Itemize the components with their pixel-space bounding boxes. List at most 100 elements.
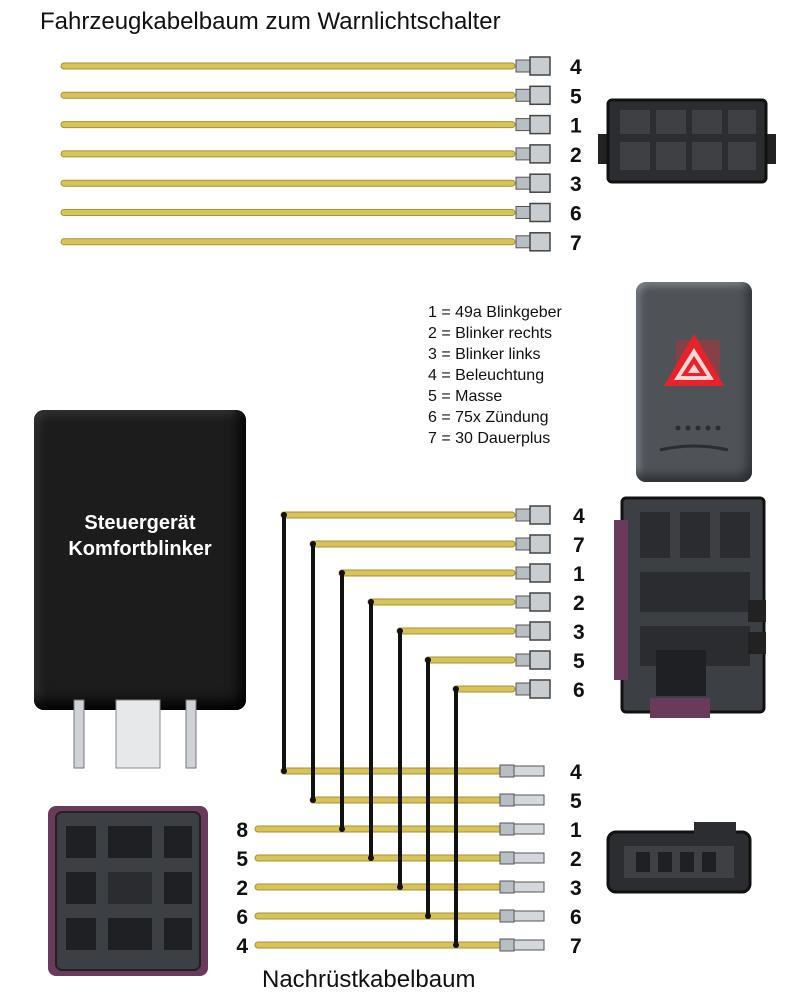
jumper-node <box>339 826 345 832</box>
female-terminal <box>529 114 551 135</box>
jumper-node <box>368 855 374 861</box>
pin-label: 7 <box>570 232 582 255</box>
female-terminal <box>529 621 551 641</box>
female-terminal <box>529 505 551 525</box>
legend-item: 5 = Masse <box>428 388 503 405</box>
crimp <box>499 851 515 865</box>
crimp <box>499 909 515 923</box>
hazard-switch <box>636 282 752 482</box>
control-unit-label-line2: Komfortblinker <box>68 538 212 560</box>
female-terminal <box>529 679 551 699</box>
crimp <box>499 880 515 894</box>
connector-switch-back <box>614 496 766 718</box>
female-terminal <box>529 232 551 252</box>
hazard-triangle-icon <box>659 334 729 452</box>
male-terminal <box>513 881 545 893</box>
male-terminal <box>513 852 545 864</box>
crimp <box>515 566 531 580</box>
legend-item: 7 = 30 Dauerplus <box>428 430 551 447</box>
relay-pins <box>73 699 197 769</box>
jumper-node <box>453 942 459 948</box>
pin-label: 6 <box>570 203 582 226</box>
connector-top-right <box>598 98 776 184</box>
pin-label: 4 <box>573 505 585 528</box>
female-terminal <box>529 56 551 76</box>
pin-label: 6 <box>570 906 582 929</box>
crimp <box>515 537 531 551</box>
female-terminal <box>529 650 551 670</box>
female-terminal <box>529 144 551 164</box>
male-terminal <box>513 765 545 777</box>
legend-item: 6 = 75x Zündung <box>428 409 549 426</box>
jumper-node <box>397 884 403 890</box>
legend-item: 2 = Blinker rechts <box>428 325 553 342</box>
crimp <box>499 764 515 778</box>
crimp <box>515 176 531 190</box>
pin-label: 2 <box>570 144 582 167</box>
crimp <box>515 682 531 696</box>
crimp <box>515 147 531 161</box>
legend-item: 1 = 49a Blinkgeber <box>428 304 562 321</box>
pin-label: 3 <box>573 621 585 644</box>
pin-label: 4 <box>570 761 582 784</box>
crimp <box>515 508 531 522</box>
pin-label: 5 <box>236 848 248 871</box>
control-unit-label: Steuergerät Komfortblinker <box>34 510 246 562</box>
crimp <box>499 793 515 807</box>
jumper-node <box>453 686 459 692</box>
pin-legend: 1 = 49a Blinkgeber 2 = Blinker rechts 3 … <box>428 302 562 449</box>
pin-label: 7 <box>570 935 582 958</box>
crimp <box>515 595 531 609</box>
legend-item: 3 = Blinker links <box>428 346 541 363</box>
jumper-node <box>425 657 431 663</box>
female-terminal <box>529 202 551 223</box>
male-terminal <box>513 823 545 835</box>
legend-item: 4 = Beleuchtung <box>428 367 545 384</box>
female-terminal <box>529 85 551 106</box>
female-terminal <box>529 173 551 193</box>
female-terminal <box>529 563 551 583</box>
jumper-node <box>339 570 345 576</box>
crimp <box>515 235 531 249</box>
crimp <box>499 938 515 952</box>
crimp <box>515 624 531 638</box>
jumper-node <box>310 797 316 803</box>
crimp <box>515 59 531 73</box>
control-unit-body <box>34 410 246 710</box>
crimp <box>515 653 531 667</box>
jumper-node <box>310 541 316 547</box>
jumper-node <box>281 512 287 518</box>
pin-label: 5 <box>570 790 582 813</box>
control-unit: Steuergerät Komfortblinker <box>34 410 246 710</box>
pin-label: 2 <box>236 877 248 900</box>
female-terminal <box>529 592 551 612</box>
pin-label: 5 <box>573 650 585 673</box>
jumper-node <box>368 599 374 605</box>
jumper-node <box>281 768 287 774</box>
pin-label: 3 <box>570 173 582 196</box>
jumper-node <box>425 913 431 919</box>
title-vehicle-harness: Fahrzeugkabelbaum zum Warnlichtschalter <box>40 8 501 35</box>
pin-label: 1 <box>573 563 585 586</box>
pin-label: 4 <box>570 56 582 79</box>
male-terminal <box>513 939 545 951</box>
pin-label: 2 <box>573 592 585 615</box>
connector-bottom-left <box>48 806 208 976</box>
crimp <box>515 118 531 132</box>
pin-label: 6 <box>236 906 248 929</box>
crimp <box>515 206 531 219</box>
female-terminal <box>529 534 551 554</box>
connector-bottom-right <box>606 822 752 894</box>
pin-label: 7 <box>573 534 585 557</box>
crimp <box>515 88 531 102</box>
pin-label: 1 <box>570 819 582 842</box>
pin-label: 6 <box>573 679 585 702</box>
pin-label: 8 <box>236 819 248 842</box>
crimp <box>499 822 515 836</box>
pin-label: 4 <box>236 935 248 958</box>
pin-label: 1 <box>570 115 582 138</box>
jumper-node <box>397 628 403 634</box>
pin-label: 2 <box>570 848 582 871</box>
pin-label: 5 <box>570 85 582 108</box>
control-unit-label-line1: Steuergerät <box>84 512 196 534</box>
